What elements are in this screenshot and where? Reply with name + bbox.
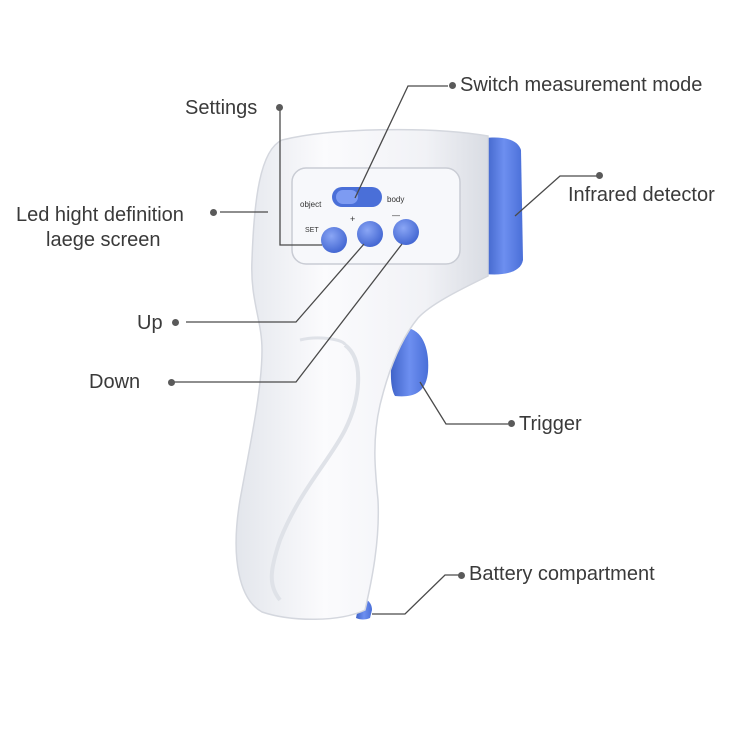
label-settings: Settings: [185, 97, 258, 119]
leader-up: [186, 243, 365, 323]
leader-switch: [354, 85, 448, 199]
plus-text: +: [350, 214, 355, 224]
label-up: Up: [137, 312, 163, 334]
leader-down: [174, 243, 403, 383]
set-text: SET: [305, 227, 319, 234]
leader-trigger: [419, 381, 508, 425]
label-down: Down: [89, 371, 141, 393]
leader-settings: [279, 110, 322, 246]
dot-settings: [276, 104, 283, 111]
dot-switch: [449, 82, 456, 89]
control-panel: [291, 167, 461, 265]
minus-text: —: [392, 211, 400, 220]
label-battery: Battery compartment: [469, 563, 655, 585]
label-screen-line2: laege screen: [46, 229, 161, 251]
label-trigger: Trigger: [519, 413, 582, 435]
label-screen-line1: Led hight definition: [16, 204, 184, 226]
up-button: [357, 221, 383, 247]
dot-screen: [210, 209, 217, 216]
dot-trigger: [508, 420, 515, 427]
grip-contour: [269, 343, 361, 602]
infrared-detector: [485, 137, 523, 275]
body-text: body: [387, 195, 404, 204]
dot-battery: [458, 572, 465, 579]
mode-switch-knob: [336, 190, 358, 204]
leader-infrared: [514, 175, 600, 217]
dot-up: [172, 319, 179, 326]
label-infrared: Infrared detector: [568, 184, 715, 206]
settings-button: [321, 227, 347, 253]
leader-lines: [174, 85, 600, 615]
leader-battery: [372, 574, 460, 615]
dot-down: [168, 379, 175, 386]
object-text: object: [300, 200, 322, 209]
down-button: [393, 219, 419, 245]
dot-infrared: [596, 172, 603, 179]
label-switch-mode: Switch measurement mode: [460, 74, 703, 96]
